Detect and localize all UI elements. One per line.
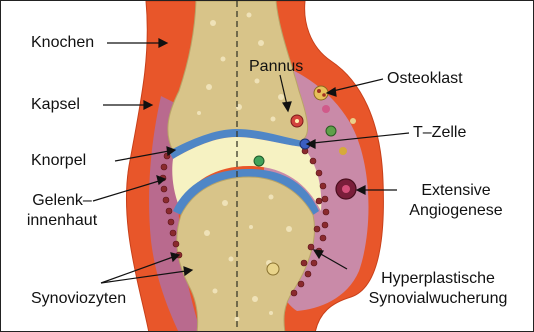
- label-osteoklast: Osteoklast: [387, 69, 463, 89]
- label-tzelle: T–Zelle: [413, 123, 466, 143]
- label-gelenk-line2: innenhaut: [19, 211, 105, 231]
- label-kapsel: Kapsel: [31, 95, 80, 115]
- label-angio-line1: Extensive: [397, 181, 515, 201]
- label-synoviozyten: Synoviozyten: [31, 289, 126, 309]
- label-angiogenese: Extensive Angiogenese: [397, 181, 515, 221]
- label-gelenk-line1: Gelenk–: [19, 191, 105, 211]
- label-hyper-line2: Synovialwucherung: [351, 289, 525, 309]
- label-knochen: Knochen: [31, 33, 94, 53]
- label-hyperplastische: Hyperplastische Synovialwucherung: [351, 269, 525, 309]
- label-angio-line2: Angiogenese: [397, 201, 515, 221]
- label-knorpel: Knorpel: [31, 151, 86, 171]
- label-pannus: Pannus: [249, 57, 303, 77]
- angiogenesis-vessel: [336, 179, 356, 199]
- label-hyper-line1: Hyperplastische: [351, 269, 525, 289]
- label-gelenkinnenhaut: Gelenk– innenhaut: [19, 191, 105, 231]
